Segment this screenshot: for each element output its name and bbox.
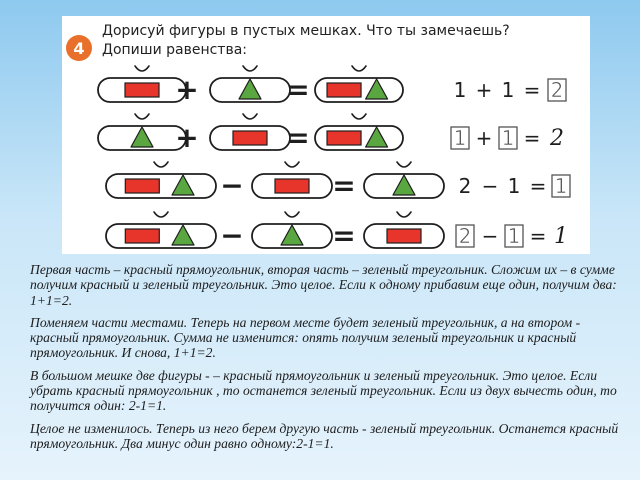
bag-2 xyxy=(251,161,333,199)
equals-sign: = xyxy=(286,121,309,154)
red-rectangle xyxy=(274,178,310,194)
bag-tie xyxy=(153,161,169,168)
operator-sign: + xyxy=(175,73,198,106)
bag-1 xyxy=(97,65,187,103)
paragraph-2: Поменяем части местами. Теперь на первом… xyxy=(30,314,581,361)
bag-tie xyxy=(134,113,150,120)
paragraph-1: Первая часть – красный прямоугольник, вт… xyxy=(30,262,617,308)
green-triangle xyxy=(365,78,389,100)
equation-row-3: −=2−1=1 xyxy=(105,161,571,202)
bag-1 xyxy=(105,211,217,249)
equation-token: 1 xyxy=(508,224,521,248)
equation-token: = xyxy=(524,78,541,102)
equation-token: = xyxy=(530,224,547,248)
digit-box xyxy=(455,224,475,248)
bag-3 xyxy=(363,211,445,249)
equation-token: 1 xyxy=(555,174,568,198)
equation-token: = xyxy=(524,126,541,150)
handwritten-answer: 1 xyxy=(554,224,568,249)
bag-tie xyxy=(351,113,367,120)
red-rectangle xyxy=(326,82,362,98)
green-triangle xyxy=(365,126,389,148)
equation-token: − xyxy=(482,174,499,198)
green-triangle xyxy=(392,174,416,196)
equation-token: 1 xyxy=(454,78,467,102)
equation-token: 2 xyxy=(459,224,472,248)
bag-2 xyxy=(251,211,333,249)
green-triangle xyxy=(130,126,154,148)
equation-row-2: + = 1 +1 = 2 xyxy=(97,113,564,154)
red-rectangle xyxy=(124,228,160,244)
green-triangle xyxy=(171,224,195,246)
equation-token: 1 xyxy=(508,174,521,198)
bag-2 xyxy=(209,113,291,151)
bag-1 xyxy=(97,113,187,151)
bag-1 xyxy=(105,161,217,199)
red-rectangle xyxy=(326,130,362,146)
bag-tie xyxy=(284,211,300,218)
equation-token: 2 xyxy=(551,78,564,102)
bag-outline xyxy=(105,223,217,249)
red-rectangle xyxy=(124,178,160,194)
written-equation: 2−1=1 xyxy=(455,224,568,249)
bag-3 xyxy=(314,65,404,103)
digit-box xyxy=(450,126,470,150)
digit-box xyxy=(551,174,571,198)
equation-token: + xyxy=(476,78,493,102)
green-triangle xyxy=(171,174,195,196)
bag-2 xyxy=(209,65,291,103)
written-equation: 2−1=1 xyxy=(459,174,571,198)
bag-tie xyxy=(153,211,169,218)
bag-tie xyxy=(351,65,367,72)
bag-outline xyxy=(105,173,217,199)
equation-token: − xyxy=(482,224,499,248)
equation-token: 1 xyxy=(502,126,515,150)
exercise-illustration: +=1+1=2+=1+1=2−=2−1=1−=2−1=1 xyxy=(97,65,571,252)
exercise-number-badge: 4 xyxy=(66,35,92,61)
digit-box xyxy=(504,224,524,248)
digit-box xyxy=(547,78,567,102)
red-rectangle xyxy=(232,130,268,146)
green-triangle xyxy=(280,224,304,246)
operator-sign: − xyxy=(220,219,243,252)
equation-token: 1 xyxy=(502,78,515,102)
exercise-card: 4 Дорисуй фигуры в пустых мешках. Что ты… xyxy=(62,16,590,254)
exercise-title: Дорисуй фигуры в пустых мешках. Что ты з… xyxy=(102,22,582,60)
paragraph-3: В большом мешке две фигуры - – красный п… xyxy=(30,367,617,414)
equals-sign: = xyxy=(332,169,355,202)
green-triangle xyxy=(238,78,262,100)
bag-tie xyxy=(242,65,258,72)
bag-3 xyxy=(314,113,404,151)
bag-tie xyxy=(396,161,412,168)
exercise-title-line-1: Дорисуй фигуры в пустых мешках. Что ты з… xyxy=(102,23,510,39)
equation-token: 1 xyxy=(454,126,467,150)
bag-3 xyxy=(363,161,445,199)
bag-tie xyxy=(396,211,412,218)
equation-token: 2 xyxy=(459,174,472,198)
written-equation: 1 +1 = 2 xyxy=(454,78,567,102)
exercise-title-line-2: Допиши равенства: xyxy=(102,42,247,58)
equation-row-4: −=2−1=1 xyxy=(105,211,568,252)
explanation-text: Первая часть – красный прямоугольник, вт… xyxy=(30,262,624,458)
equation-token: = xyxy=(530,174,547,198)
digit-box xyxy=(498,126,518,150)
equals-sign: = xyxy=(332,219,355,252)
equation-row-1: + = 1 +1 = 2 xyxy=(97,65,567,106)
equals-sign: = xyxy=(286,73,309,106)
bag-tie xyxy=(242,113,258,120)
operator-sign: + xyxy=(175,121,198,154)
bag-tie xyxy=(284,161,300,168)
red-rectangle xyxy=(386,228,422,244)
written-equation: 1 +1 = 2 xyxy=(450,126,564,151)
handwritten-answer: 2 xyxy=(549,126,564,151)
red-rectangle xyxy=(124,82,160,98)
operator-sign: − xyxy=(220,169,243,202)
bag-tie xyxy=(134,65,150,72)
paragraph-4: Целое не изменилось. Теперь из него бере… xyxy=(30,420,619,451)
equation-token: + xyxy=(476,126,493,150)
